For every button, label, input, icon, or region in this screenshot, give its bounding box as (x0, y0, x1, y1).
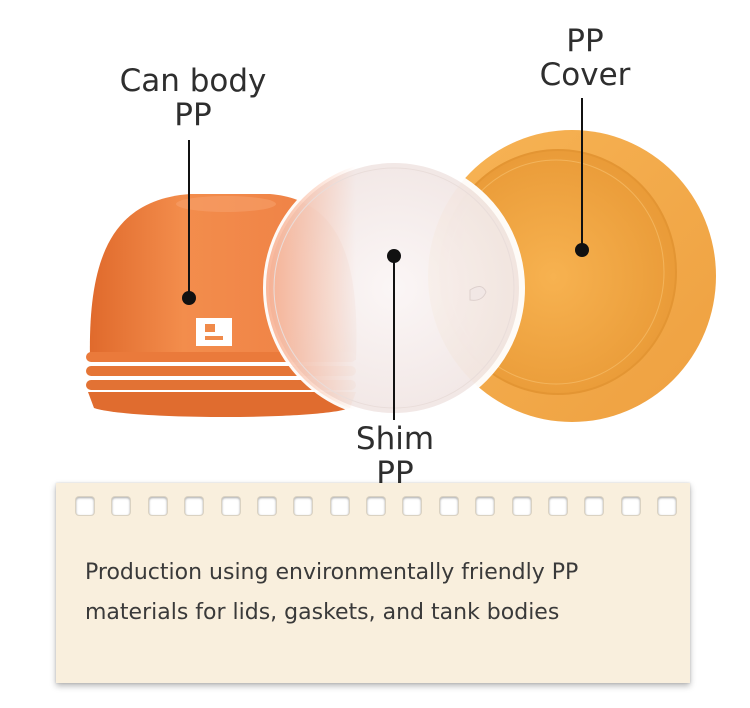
product-scene (86, 98, 716, 422)
cover-label-line2: Cover (539, 57, 631, 93)
perforation-hole (112, 497, 131, 515)
perforation-hole (512, 497, 531, 515)
brand-logo (196, 318, 232, 346)
callout-shim (387, 249, 401, 420)
perforation-hole (621, 497, 640, 515)
perforation-hole (585, 497, 604, 515)
callout-cover (575, 98, 589, 257)
note-card: Production using environmentally friendl… (56, 483, 690, 683)
perforation-hole (658, 497, 676, 515)
can-body-label-line2: PP (174, 97, 212, 133)
perforation-hole (257, 497, 276, 515)
perforation-hole (294, 497, 313, 515)
perforation-hole (367, 497, 385, 515)
cover-label: PP Cover (520, 24, 650, 92)
perforation-hole (185, 497, 204, 515)
can-body-label-line1: Can body (119, 63, 267, 99)
shim-label: Shim PP (340, 422, 450, 490)
can-body-label: Can body PP (108, 64, 278, 132)
perforation-hole (439, 497, 458, 515)
perforation-hole (148, 497, 167, 515)
shim-label-line1: Shim (355, 421, 435, 457)
perforation-hole (221, 497, 240, 515)
callout-can-body (182, 140, 196, 305)
perforation-hole (476, 497, 495, 515)
perforation-hole (76, 497, 94, 515)
note-text: Production using environmentally friendl… (85, 560, 579, 625)
cover-label-line1: PP (566, 23, 604, 59)
perforation-row (76, 497, 676, 521)
perforation-hole (403, 497, 422, 515)
perforation-hole (548, 497, 567, 515)
perforation-hole (330, 497, 349, 515)
